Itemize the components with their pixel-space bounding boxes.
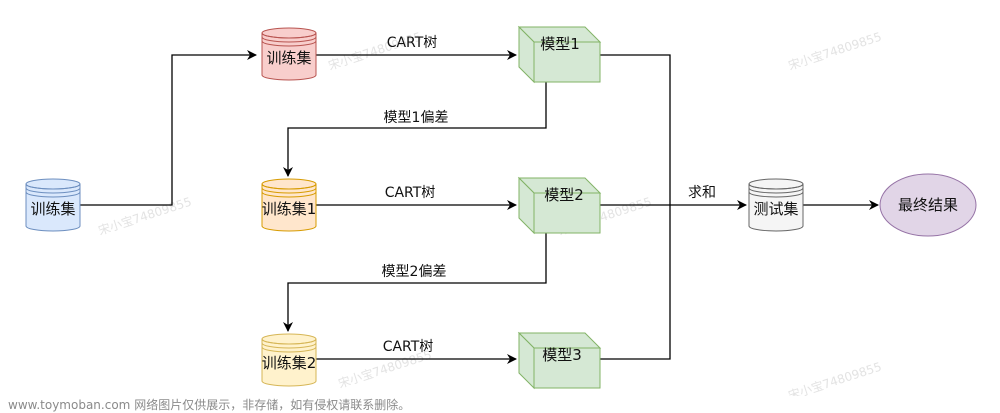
- train-main-label: 训练集: [30, 200, 75, 218]
- edge-label-sum: 求和: [688, 185, 716, 201]
- edge-label-cart-3: CART树: [383, 339, 434, 355]
- train-c-label: 训练集2: [262, 354, 317, 372]
- result-ellipse: [879, 173, 977, 237]
- train-b-label: 训练集1: [262, 200, 317, 218]
- cylinder-shape: [261, 184, 317, 232]
- edge-residual-1: [283, 82, 547, 177]
- final-result-label: 最终结果: [898, 196, 958, 214]
- diagram-canvas: 宋小宝74809855 宋小宝74809855 宋小宝74809855 宋小宝7…: [25, 25, 977, 403]
- cylinder-ring: [748, 183, 804, 198]
- footer-site: www.toymoban.com: [8, 398, 131, 412]
- edge-label-cart-1: CART树: [387, 35, 438, 51]
- final-result-node: 最终结果: [879, 173, 977, 237]
- edge-label-residual-2: 模型2偏差: [382, 264, 447, 280]
- edge-label-residual-1: 模型1偏差: [384, 110, 449, 126]
- edge-residual-2: [283, 232, 547, 332]
- watermark: 宋小宝74809855: [96, 194, 193, 238]
- model-3-node: 模型3: [517, 331, 602, 390]
- edge-model1-sum: [600, 54, 671, 205]
- test-set-label: 测试集: [753, 200, 798, 218]
- watermark: 宋小宝74809855: [786, 29, 883, 73]
- train-c-node: 训练集2: [261, 333, 317, 387]
- train-a-node: 训练集: [261, 27, 317, 81]
- box-front: [533, 41, 601, 83]
- edge-label-cart-2: CART树: [385, 185, 436, 201]
- watermark: 宋小宝74809855: [786, 359, 883, 396]
- cylinder-shape: [25, 184, 81, 232]
- cylinder-shape: [261, 33, 317, 81]
- cylinder-shape: [261, 339, 317, 387]
- cylinder-shape: [748, 184, 804, 232]
- train-a-label: 训练集: [266, 49, 311, 67]
- edge-main-to-train: [80, 50, 257, 206]
- footer-note: www.toymoban.com 网络图片仅供展示，非存储，如有侵权请联系删除。: [8, 396, 410, 413]
- model-1-node: 模型1: [517, 25, 602, 84]
- train-b-node: 训练集1: [261, 178, 317, 232]
- test-set-node: 测试集: [748, 178, 804, 232]
- cylinder-ring: [261, 32, 317, 47]
- footer-disclaimer: 网络图片仅供展示，非存储，如有侵权请联系删除。: [134, 398, 411, 412]
- train-main-node: 训练集: [25, 178, 81, 232]
- model-2-label: 模型2: [544, 186, 584, 204]
- connectors: [80, 50, 879, 364]
- edge-model3-sum: [600, 205, 671, 360]
- model-3-label: 模型3: [542, 346, 582, 364]
- box-front: [533, 347, 601, 389]
- cylinder-ring: [25, 183, 81, 198]
- cylinder-ring: [261, 183, 317, 198]
- model-1-label: 模型1: [540, 35, 580, 53]
- cylinder-ring: [261, 338, 317, 353]
- box-front: [533, 192, 601, 234]
- model-2-node: 模型2: [517, 176, 602, 235]
